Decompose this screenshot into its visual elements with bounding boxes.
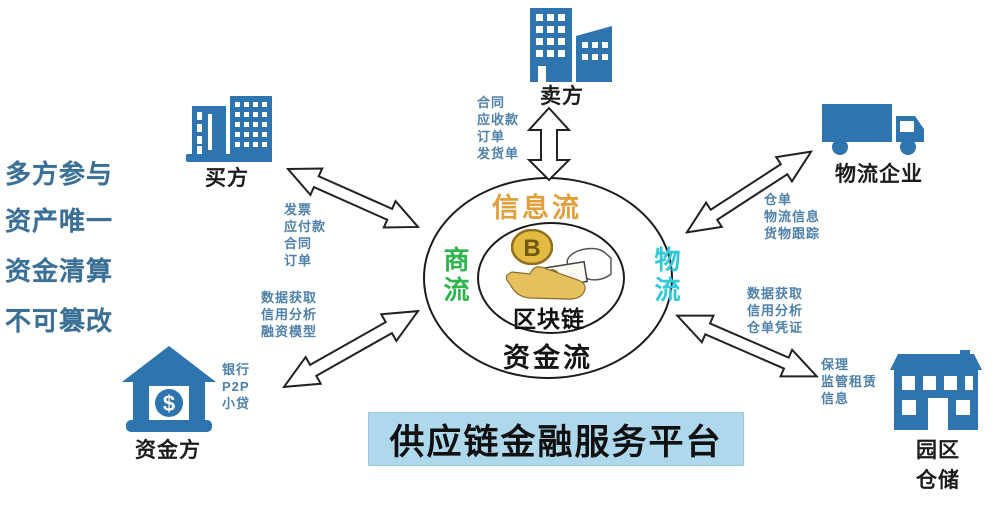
doc-line: 数据获取 xyxy=(261,290,318,305)
platform-title: 供应链金融服务平台 xyxy=(389,422,723,462)
seller-arrow xyxy=(526,106,572,182)
doc-line: 合同 xyxy=(477,95,506,110)
seller-label: 卖方 xyxy=(540,85,584,108)
doc-line: 银行 xyxy=(222,362,251,377)
hands-payment-icon xyxy=(505,247,612,300)
doc-line: 融资模型 xyxy=(261,324,318,340)
dollar-symbol: $ xyxy=(163,391,175,416)
warehouse-docs: 数据获取 信用分析 仓单凭证 xyxy=(747,285,803,336)
doc-line: 订单 xyxy=(477,129,506,145)
doc-line: 小贷 xyxy=(222,396,251,412)
feature-item: 资产唯一 xyxy=(5,206,114,236)
seller-docs: 合同 应收款 订单 发货单 xyxy=(477,94,519,163)
doc-line: 数据获取 xyxy=(747,286,804,301)
funder-label: 资金方 xyxy=(135,439,201,462)
doc-line: 合同 xyxy=(284,236,313,252)
logistics-docs: 仓单 物流信息 货物跟踪 xyxy=(764,191,820,242)
flow-label-capital: 资金流 xyxy=(503,343,593,373)
truck-icon xyxy=(822,104,924,155)
buyer-label: 买方 xyxy=(205,167,249,190)
funder-types: 银行 P2P 小贷 xyxy=(222,361,250,412)
inner-blockchain-ring xyxy=(477,222,625,334)
feature-item: 资金清算 xyxy=(5,256,114,286)
blockchain-label: 区块链 xyxy=(513,306,585,332)
flow-label-information: 信息流 xyxy=(492,193,582,223)
doc-line: 发货单 xyxy=(477,146,520,162)
logistics-arrow xyxy=(676,136,822,247)
doc-line: 应收款 xyxy=(477,112,520,128)
warehouse-arrow xyxy=(669,299,826,392)
feature-item: 多方参与 xyxy=(5,159,114,189)
doc-line: 货物跟踪 xyxy=(764,226,821,242)
buyer-arrow xyxy=(279,153,426,243)
funder-arrow xyxy=(273,294,428,403)
doc-line: 监管租赁 xyxy=(821,374,878,390)
doc-line: 保理 xyxy=(821,357,850,372)
feature-item: 不可篡改 xyxy=(5,306,114,336)
doc-line: 发票 xyxy=(284,202,313,217)
doc-line: 信息 xyxy=(821,391,850,407)
warehouse-services: 保理 监管租赁 信息 xyxy=(821,356,877,407)
doc-line: 应付款 xyxy=(284,219,327,235)
doc-line: 信用分析 xyxy=(747,303,804,319)
seller-buildings-icon xyxy=(530,8,612,82)
logistics-label: 物流企业 xyxy=(835,163,923,186)
coin-letter: B xyxy=(523,235,540,262)
doc-line: 物流信息 xyxy=(764,209,821,225)
flow-label-business: 商流 xyxy=(440,246,470,306)
bitcoin-coin-icon: B xyxy=(511,229,553,265)
warehouse-icon xyxy=(890,350,982,430)
buyer-buildings-icon xyxy=(186,96,272,162)
doc-line: 仓单 xyxy=(764,192,793,207)
doc-line: 仓单凭证 xyxy=(747,320,804,336)
doc-line: P2P xyxy=(222,379,250,395)
funder-docs: 数据获取 信用分析 融资模型 xyxy=(261,289,317,340)
bank-dollar-icon: $ xyxy=(122,346,216,432)
flow-label-logistics: 物流 xyxy=(651,246,681,306)
buyer-docs: 发票 应付款 合同 订单 xyxy=(284,201,326,270)
doc-line: 信用分析 xyxy=(261,307,318,323)
doc-line: 订单 xyxy=(284,253,313,269)
warehouse-label: 园区仓储 xyxy=(916,439,960,492)
platform-banner: 供应链金融服务平台 xyxy=(368,412,744,466)
